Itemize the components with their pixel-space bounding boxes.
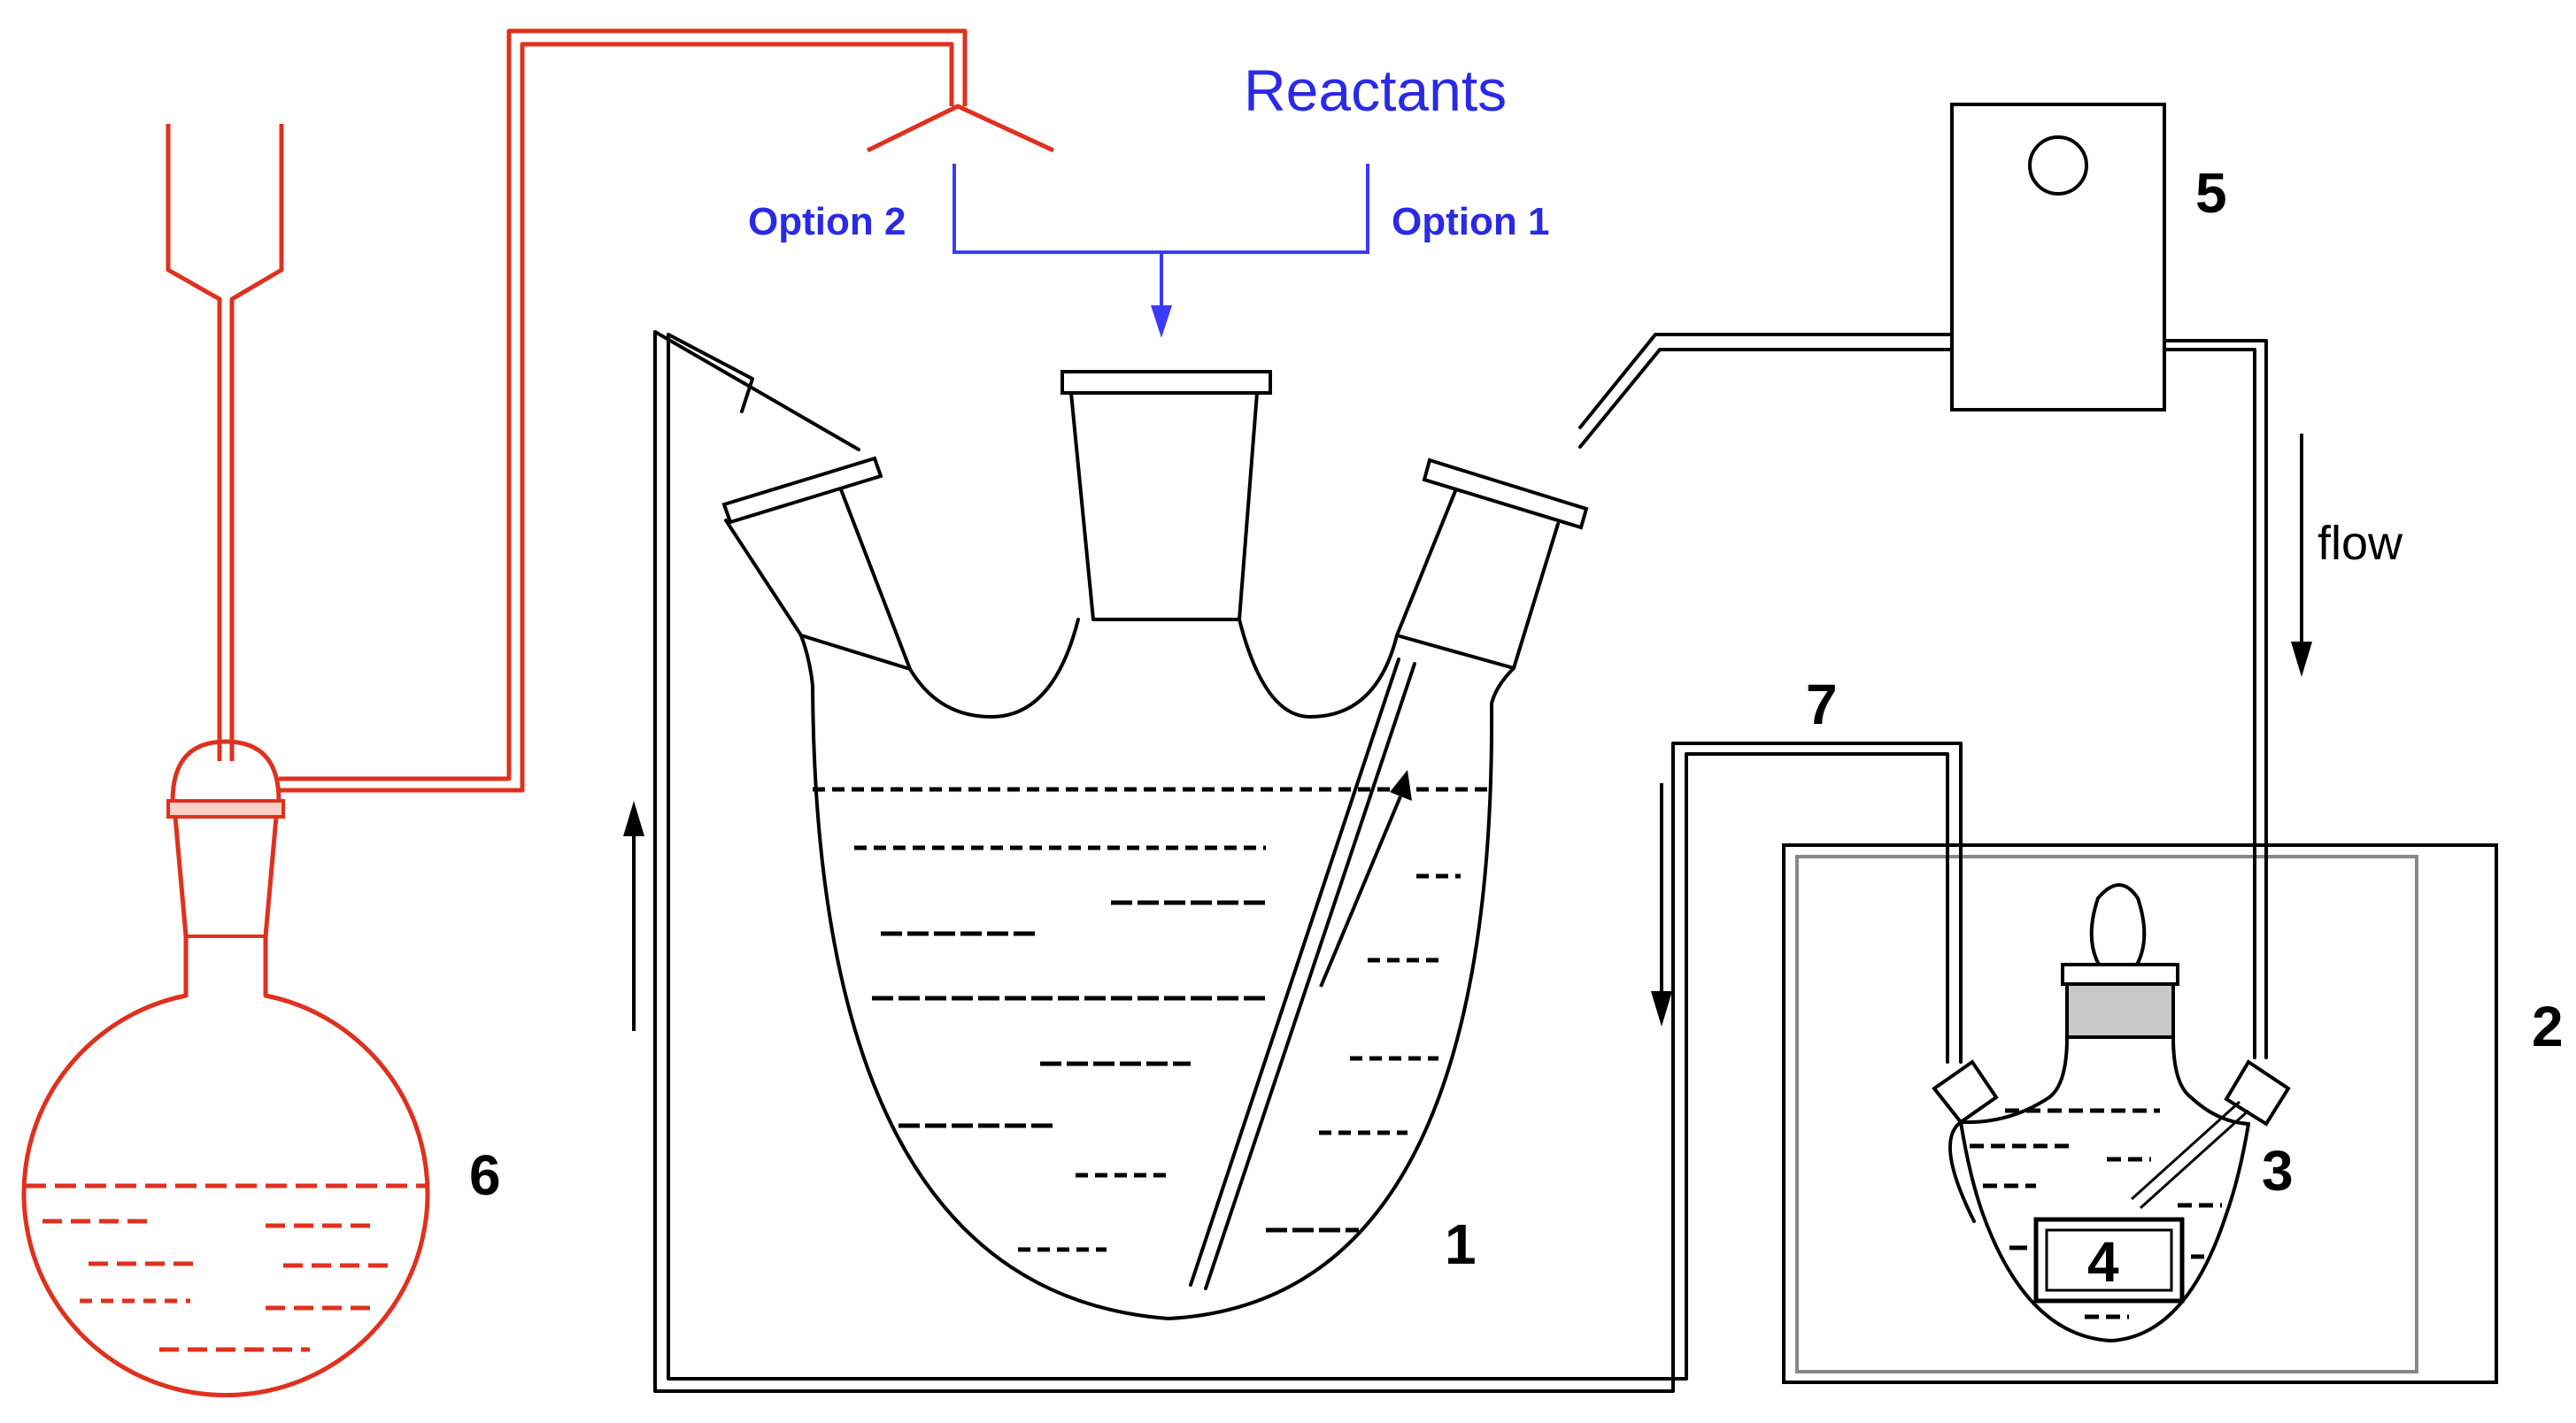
- option-2-label: Option 2: [748, 200, 906, 243]
- water-bath: [1782, 843, 2498, 1384]
- three-neck-flask-1: [721, 370, 1589, 1320]
- red-collection-flask: [21, 28, 1055, 1397]
- label-7: 7: [1806, 673, 1838, 736]
- label-2: 2: [2532, 995, 2564, 1058]
- label-4: 4: [2087, 1230, 2119, 1294]
- label-1: 1: [1445, 1212, 1477, 1276]
- option-1-label: Option 1: [1392, 200, 1549, 243]
- label-5: 5: [2195, 161, 2227, 225]
- reactants-title: Reactants: [1244, 58, 1507, 123]
- flow-label: flow: [2318, 517, 2403, 570]
- label-6: 6: [469, 1143, 501, 1207]
- reactor-flask-3: [1932, 883, 2291, 1342]
- pump-box: [1950, 103, 2166, 412]
- flow-arrows: [623, 434, 2312, 1031]
- reactant-feed: [953, 164, 1369, 338]
- circulation-tubing: [653, 330, 2268, 1393]
- label-3: 3: [2262, 1139, 2294, 1203]
